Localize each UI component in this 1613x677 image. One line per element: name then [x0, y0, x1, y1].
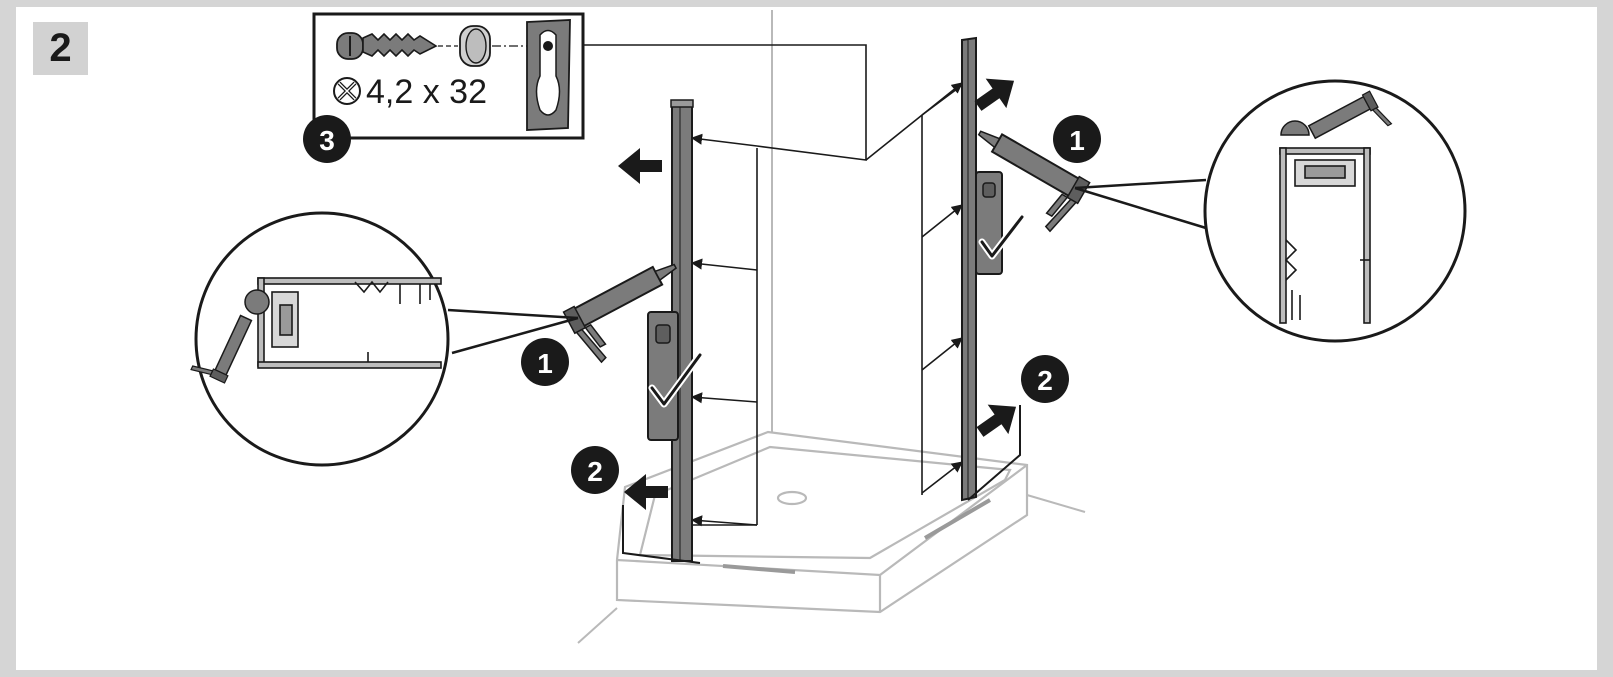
left-spirit-level — [647, 311, 704, 441]
cross-drill-icon — [333, 77, 361, 105]
svg-text:3: 3 — [319, 125, 335, 156]
right-panel-outline — [921, 82, 966, 495]
right-guide-arrows — [921, 204, 963, 494]
screw-icon — [336, 32, 438, 60]
left-guide-arrows — [690, 133, 758, 527]
right-silicone-gun-icon — [977, 130, 1091, 233]
svg-text:1: 1 — [537, 348, 553, 379]
screw-size-label: 4,2 x 32 — [366, 73, 487, 111]
screw-detail-box: 4,2 x 32 — [312, 12, 585, 140]
arrow-left-top-icon — [618, 148, 662, 184]
left-panel-outline — [692, 148, 758, 526]
callout-sealant-left-badge: 1 — [521, 338, 569, 386]
screw-leader-line — [583, 44, 867, 161]
right-wall-profile — [961, 36, 1021, 502]
callout-fix-badge: 3 — [303, 115, 351, 163]
screw-leader-line-right — [865, 82, 963, 161]
svg-text:1: 1 — [1069, 125, 1085, 156]
callout-push-left-badge: 2 — [571, 446, 619, 494]
keyhole-slot-icon — [526, 19, 571, 131]
callout-push-right-badge: 2 — [1021, 355, 1069, 403]
callout-sealant-right-badge: 1 — [1053, 115, 1101, 163]
arrow-right-bottom-icon — [976, 404, 1017, 437]
svg-text:2: 2 — [1037, 365, 1053, 396]
arrow-right-top-icon — [974, 78, 1015, 111]
arrow-left-bottom-icon — [624, 474, 668, 510]
wall-plug-icon — [459, 25, 491, 67]
right-detail-magnifier — [1074, 79, 1467, 343]
wall-lines — [577, 10, 1086, 644]
right-spirit-level — [975, 171, 1026, 275]
step-number-badge: 2 — [33, 22, 88, 75]
svg-text:2: 2 — [587, 456, 603, 487]
drain-icon — [776, 490, 808, 506]
left-detail-magnifier — [190, 211, 579, 467]
shower-tray — [615, 430, 1029, 614]
